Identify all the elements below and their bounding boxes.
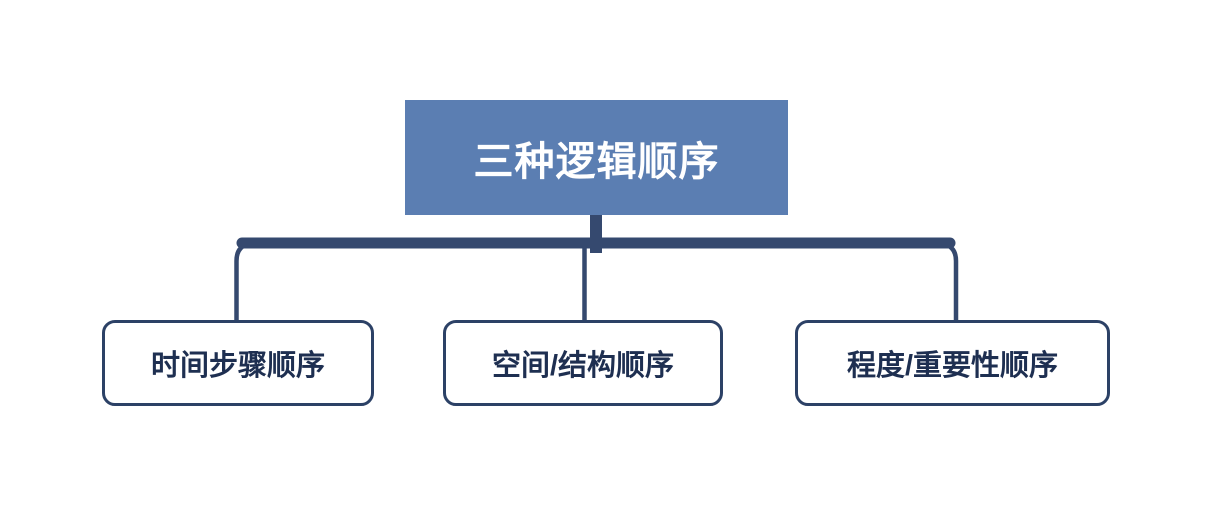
child-node-label: 空间/结构顺序: [491, 350, 675, 382]
root-node: 三种逻辑顺序: [405, 100, 788, 215]
root-node-label: 三种逻辑顺序: [473, 139, 720, 184]
child-node-time-step-order: 时间步骤顺序: [102, 320, 374, 406]
connector-elbow: [234, 241, 959, 322]
child-node-space-structure-order: 空间/结构顺序: [443, 320, 723, 406]
connector-stub: [590, 213, 602, 253]
child-node-label: 时间步骤顺序: [150, 350, 325, 382]
child-node-degree-importance-order: 程度/重要性顺序: [795, 320, 1110, 406]
child-node-label: 程度/重要性顺序: [846, 350, 1059, 382]
